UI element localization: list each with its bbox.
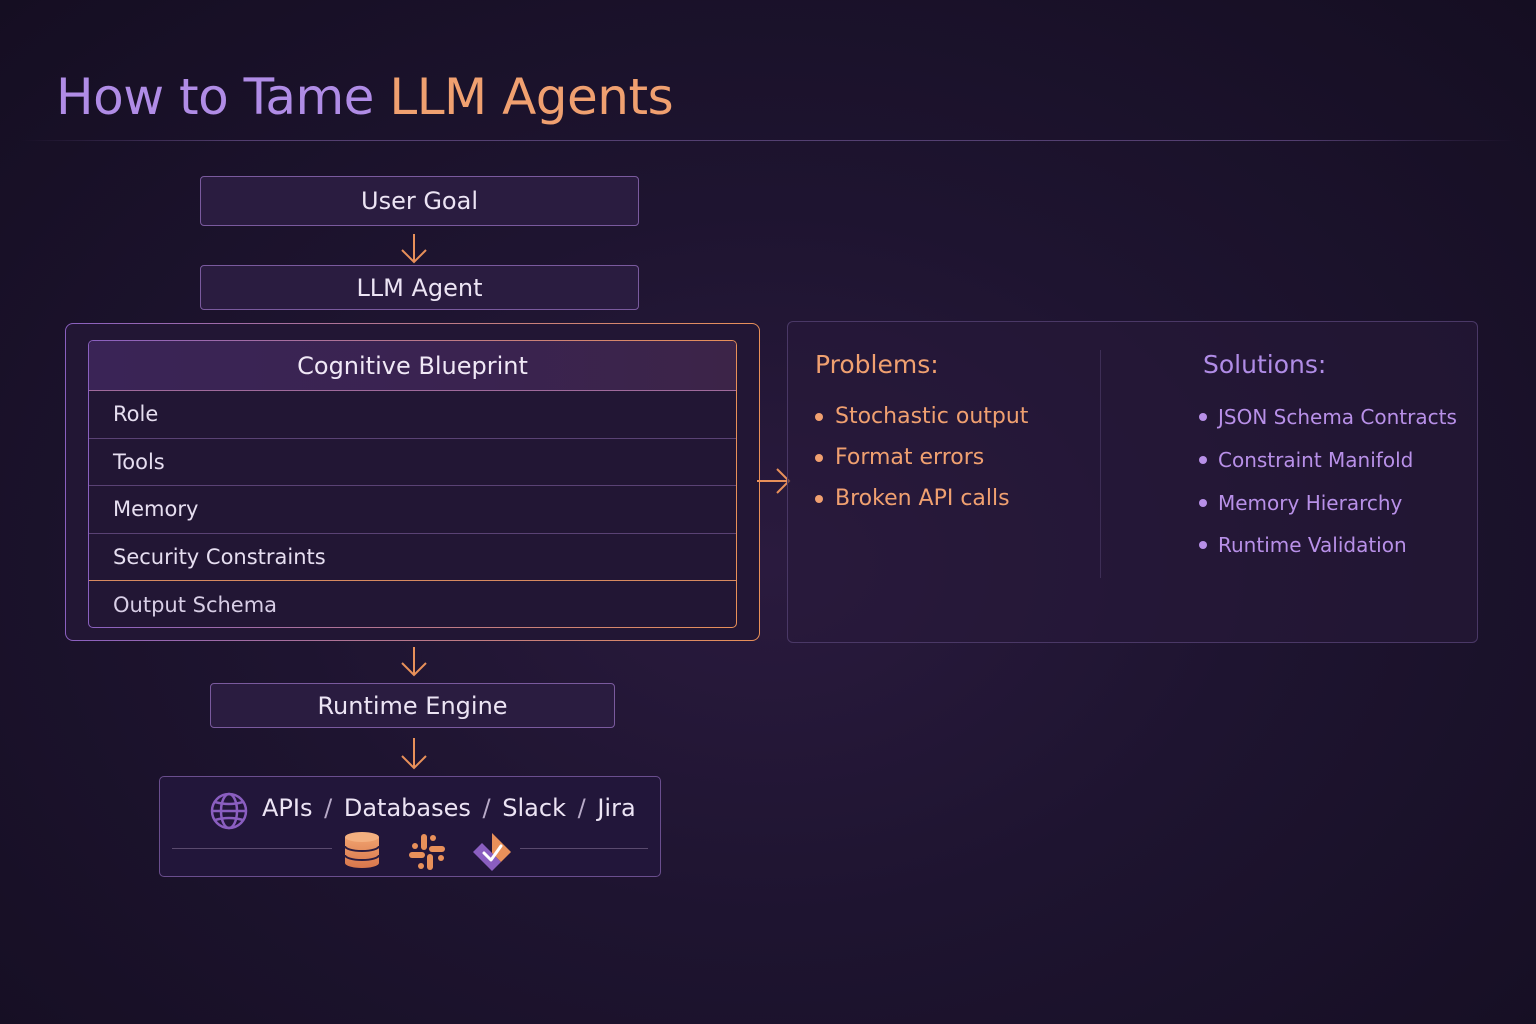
bullet-icon bbox=[815, 494, 823, 503]
blueprint-title: Cognitive Blueprint bbox=[89, 341, 736, 391]
title-part-2: LLM Agents bbox=[389, 68, 674, 126]
problems-solutions-panel bbox=[787, 321, 1478, 643]
cognitive-blueprint-table: Cognitive Blueprint Role Tools Memory Se… bbox=[88, 340, 737, 628]
bullet-icon bbox=[1199, 499, 1207, 507]
solution-item: Runtime Validation bbox=[1199, 533, 1407, 557]
database-icon bbox=[344, 832, 380, 868]
integrations-rule-right bbox=[520, 848, 648, 849]
problem-item: Format errors bbox=[815, 445, 984, 470]
runtime-engine-label: Runtime Engine bbox=[317, 691, 508, 720]
title-part-1: How to Tame bbox=[56, 68, 374, 126]
bullet-icon bbox=[815, 412, 823, 421]
blueprint-row-security: Security Constraints bbox=[89, 534, 736, 581]
solution-item: Constraint Manifold bbox=[1199, 448, 1413, 472]
integrations-list: APIs / Databases / Slack / Jira bbox=[262, 794, 636, 822]
globe-icon bbox=[210, 792, 248, 830]
integration-databases: Databases bbox=[343, 794, 471, 822]
arrow-down-icon bbox=[401, 647, 427, 677]
blueprint-row-output-schema: Output Schema bbox=[113, 592, 278, 617]
integration-slack: Slack bbox=[502, 794, 566, 822]
solution-text: Runtime Validation bbox=[1218, 533, 1407, 557]
title-divider bbox=[20, 140, 1516, 141]
blueprint-row-tools: Tools bbox=[89, 439, 736, 486]
solution-text: Constraint Manifold bbox=[1218, 448, 1414, 472]
problem-item: Stochastic output bbox=[815, 404, 1028, 429]
runtime-engine-node: Runtime Engine bbox=[210, 683, 615, 728]
llm-agent-label: LLM Agent bbox=[356, 273, 483, 302]
bullet-icon bbox=[1199, 456, 1207, 464]
bullet-icon bbox=[1199, 541, 1207, 549]
solution-item: Memory Hierarchy bbox=[1199, 491, 1402, 515]
separator: / bbox=[482, 794, 491, 822]
solutions-title: Solutions: bbox=[1203, 350, 1327, 379]
problem-text: Format errors bbox=[835, 445, 985, 470]
user-goal-node: User Goal bbox=[200, 176, 639, 226]
arrow-down-icon bbox=[401, 738, 427, 770]
separator: / bbox=[577, 794, 586, 822]
problem-text: Broken API calls bbox=[835, 486, 1010, 511]
problem-item: Broken API calls bbox=[815, 486, 1010, 511]
llm-agent-node: LLM Agent bbox=[200, 265, 639, 310]
user-goal-label: User Goal bbox=[361, 187, 478, 215]
separator: / bbox=[324, 794, 333, 822]
panel-divider bbox=[1100, 350, 1101, 578]
solution-item: JSON Schema Contracts bbox=[1199, 405, 1457, 429]
solution-text: JSON Schema Contracts bbox=[1218, 405, 1457, 429]
slack-icon bbox=[409, 834, 445, 870]
problem-text: Stochastic output bbox=[835, 404, 1029, 429]
bullet-icon bbox=[1199, 413, 1207, 421]
solution-text: Memory Hierarchy bbox=[1218, 491, 1403, 515]
integrations-rule-left bbox=[172, 848, 332, 849]
arrow-down-icon bbox=[401, 234, 427, 264]
blueprint-row-memory: Memory bbox=[89, 486, 736, 534]
page-title: How to Tame LLM Agents bbox=[56, 68, 674, 126]
integration-apis: APIs bbox=[262, 794, 313, 822]
problems-title: Problems: bbox=[815, 350, 939, 379]
jira-icon bbox=[473, 833, 511, 871]
integrations-box bbox=[159, 776, 661, 877]
blueprint-row-role: Role bbox=[89, 391, 736, 439]
integration-jira: Jira bbox=[597, 794, 636, 822]
bullet-icon bbox=[815, 453, 823, 462]
